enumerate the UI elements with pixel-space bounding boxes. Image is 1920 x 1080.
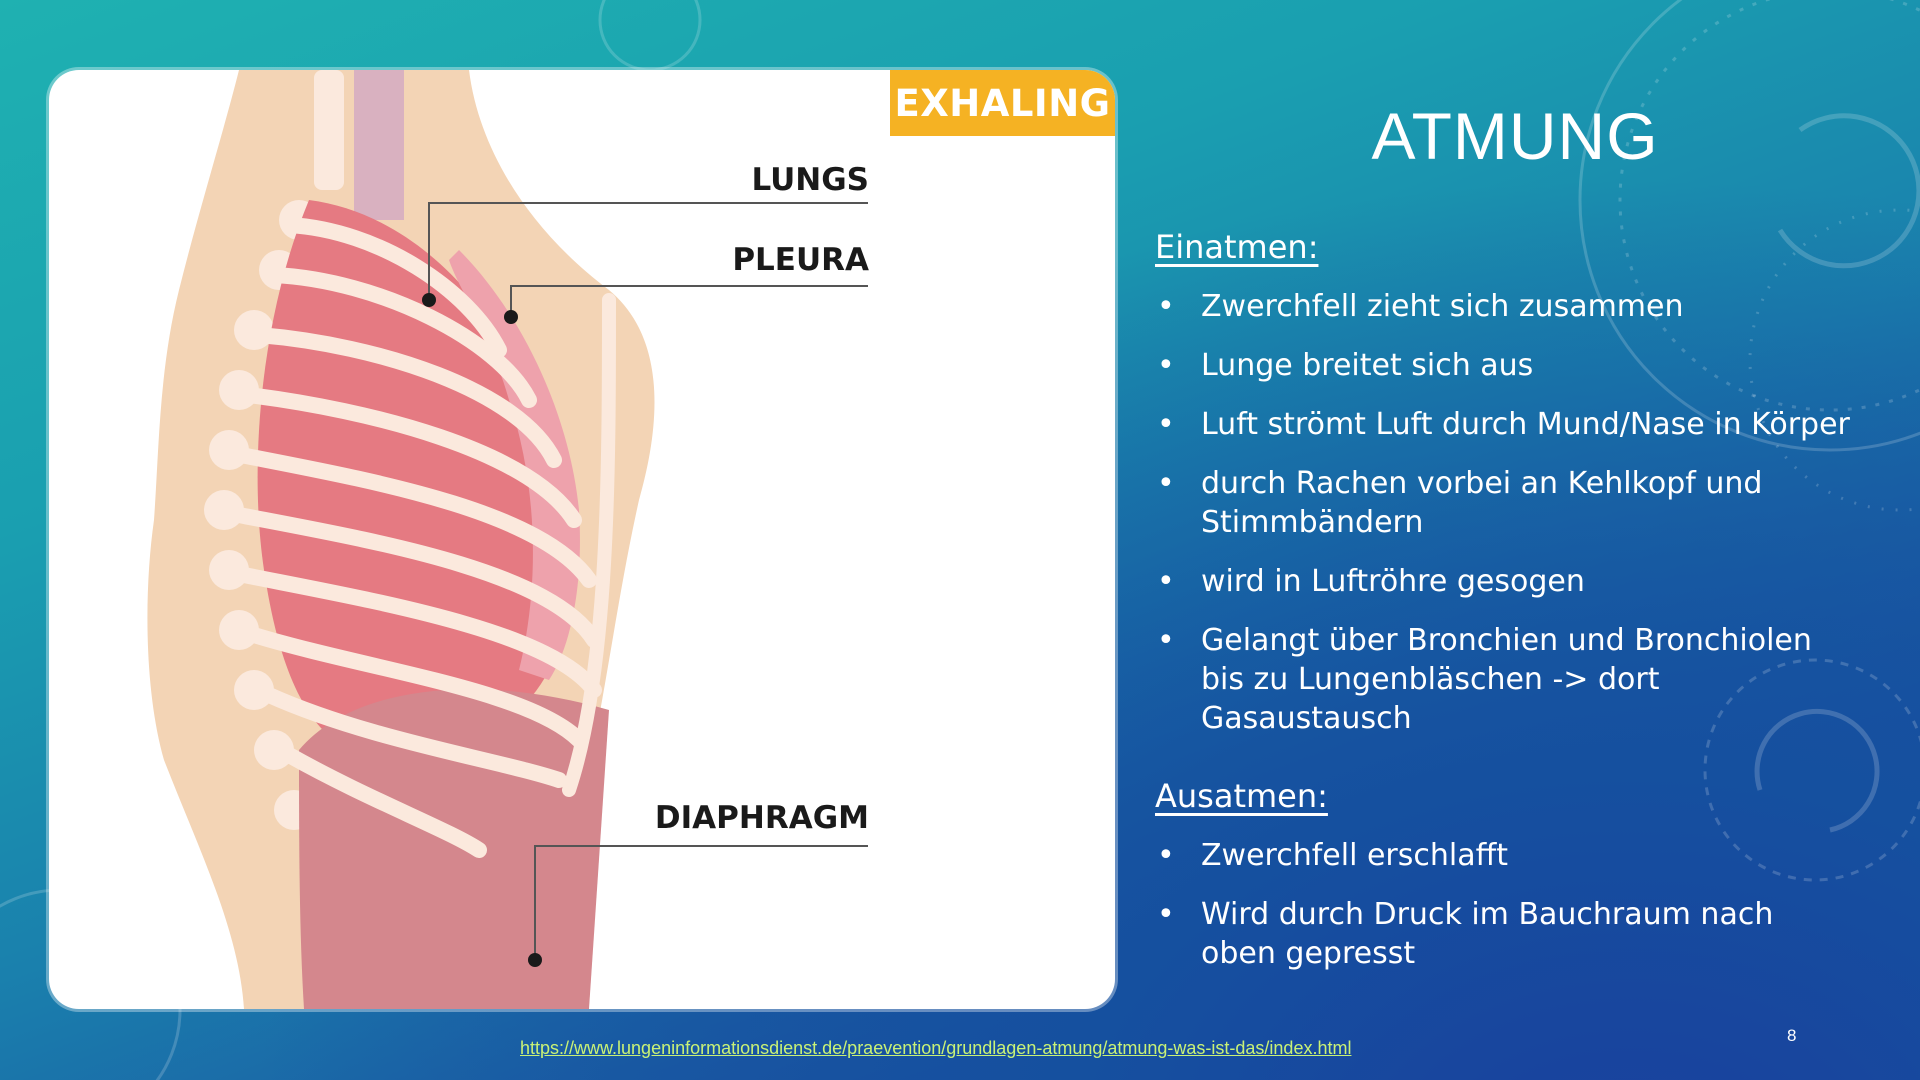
exhaling-banner: EXHALING (890, 70, 1115, 136)
inhale-heading: Einatmen: (1155, 228, 1319, 266)
label-pointers (428, 202, 868, 960)
diaphragm-label: DIAPHRAGM (654, 800, 869, 836)
list-item: durch Rachen vorbei an Kehlkopf und Stim… (1155, 464, 1855, 542)
page-number: 8 (1787, 1026, 1797, 1045)
trachea (354, 70, 404, 220)
list-item: Lunge breitet sich aus (1155, 346, 1855, 385)
list-item: Luft strömt Luft durch Mund/Nase in Körp… (1155, 405, 1855, 444)
list-item: Gelangt über Bronchien und Bronchiolen b… (1155, 621, 1855, 738)
source-link[interactable]: https://www.lungeninformationsdienst.de/… (520, 1038, 1352, 1058)
ribs (231, 217, 616, 858)
inhale-list: Zwerchfell zieht sich zusammen Lunge bre… (1155, 287, 1855, 758)
list-item: Zwerchfell zieht sich zusammen (1155, 287, 1855, 326)
exhale-heading: Ausatmen: (1155, 777, 1328, 815)
list-item: wird in Luftröhre gesogen (1155, 562, 1855, 601)
list-item: Wird durch Druck im Bauchraum nach oben … (1155, 895, 1855, 973)
lungs-label: LUNGS (751, 162, 869, 198)
slide-title: ATMUNG (1371, 99, 1659, 173)
anatomy-illustration-card: EXHALING LUNGS PLEURA DIAPHRAGM (49, 70, 1115, 1009)
pleura-label: PLEURA (732, 242, 869, 278)
torso-anatomy-illustration (147, 70, 868, 1009)
diaphragm-area (299, 689, 609, 1009)
exhale-list: Zwerchfell erschlafft Wird durch Druck i… (1155, 836, 1855, 993)
pleura (449, 250, 580, 680)
list-item: Zwerchfell erschlafft (1155, 836, 1855, 875)
